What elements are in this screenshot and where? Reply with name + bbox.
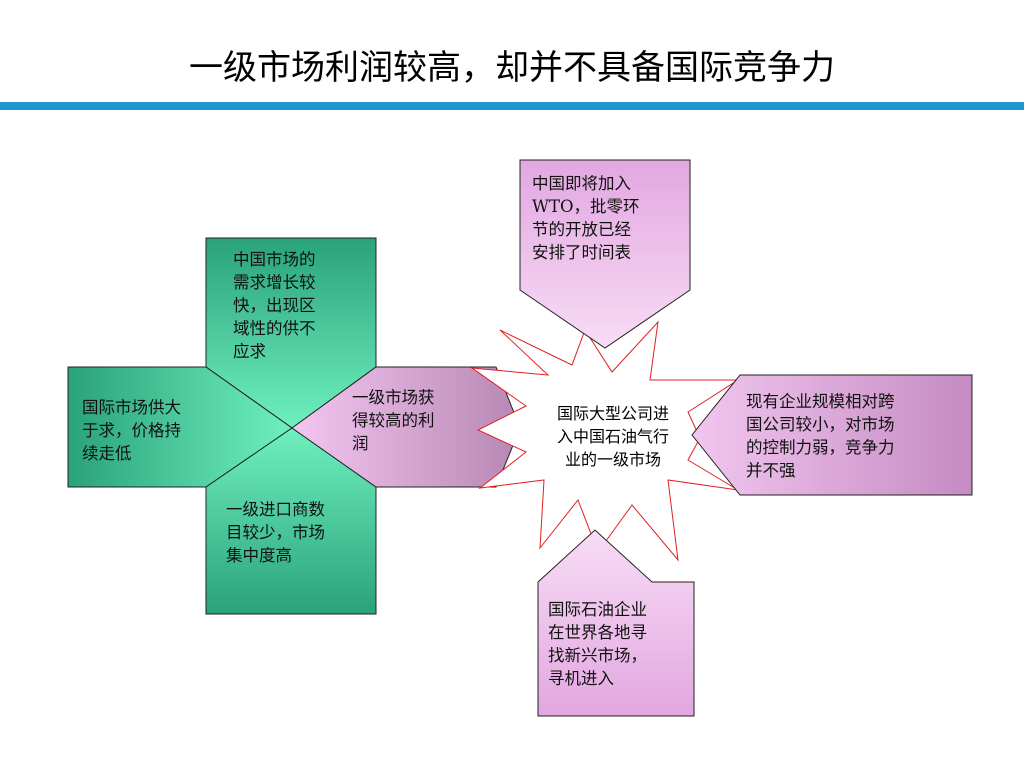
cross-right-text: 一级市场获得较高的利润	[352, 388, 435, 453]
cross-left-text: 国际市场供大于求，价格持续走低	[82, 398, 181, 463]
callout-right-shape	[691, 374, 973, 496]
slide-title: 一级市场利润较高，却并不具备国际竞争力	[189, 48, 835, 88]
callout-right-text: 现有企业规模相对跨国公司较小，对市场的控制力弱，竞争力并不强	[746, 392, 895, 480]
cross-top-text: 中国市场的需求增长较快，出现区域性的供不应求	[233, 250, 316, 361]
cross-bottom-arrow	[205, 427, 377, 615]
callout-top-shape	[519, 159, 691, 349]
title-rule	[0, 102, 1024, 110]
callout-bottom-shape	[537, 529, 695, 717]
cross-bottom-text: 一级进口商数目较少，市场集中度高	[226, 500, 325, 565]
callout-bottom-text: 国际石油企业在世界各地寻找新兴市场，寻机进入	[548, 600, 647, 688]
center-text: 国际大型公司进入中国石油气行业的一级市场	[556, 404, 669, 469]
